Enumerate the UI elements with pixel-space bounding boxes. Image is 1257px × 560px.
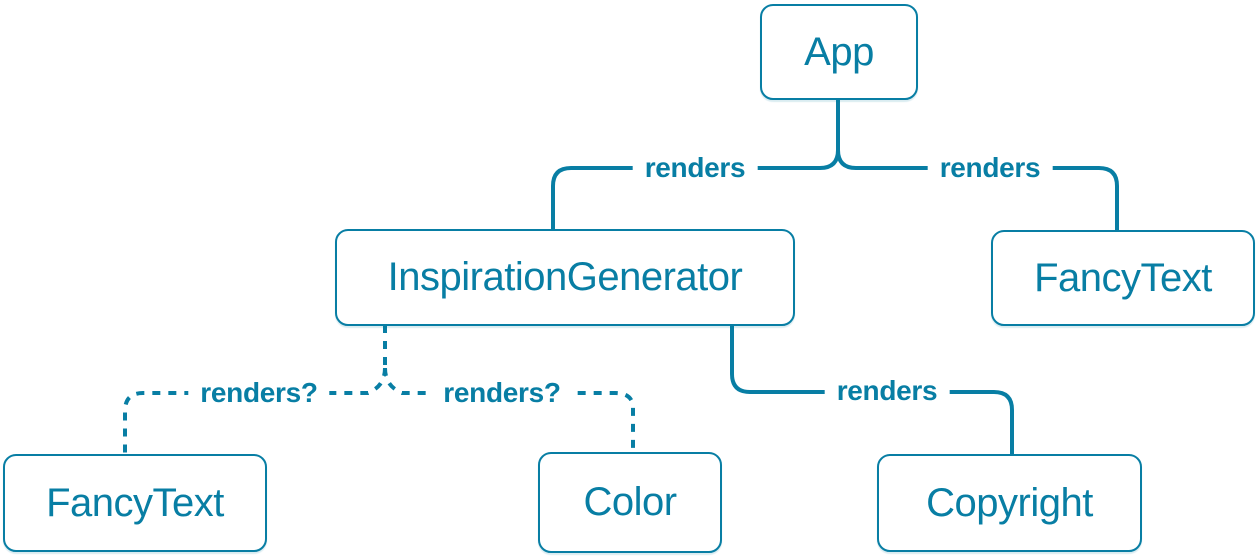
edge-label-renders-inspirationgenerator-copyright: renders xyxy=(824,373,950,409)
node-copyright-label: Copyright xyxy=(926,480,1093,525)
node-inspiration-generator: InspirationGenerator xyxy=(335,229,795,326)
edge-label-renders-app-inspirationgenerator: renders xyxy=(632,150,758,186)
node-color: Color xyxy=(538,452,722,553)
edge-label-renders-inspirationgenerator-color: renders? xyxy=(431,375,573,411)
node-copyright: Copyright xyxy=(877,454,1142,552)
node-fancy-text-bottom-left: FancyText xyxy=(3,454,267,552)
node-app-label: App xyxy=(804,29,874,74)
node-fancy-text-top-right: FancyText xyxy=(991,230,1255,326)
node-app: App xyxy=(760,4,918,100)
edge-label-renders-inspirationgenerator-fancytext: renders? xyxy=(188,375,330,411)
node-fancy-text-bottom-left-label: FancyText xyxy=(46,480,224,525)
node-fancy-text-top-right-label: FancyText xyxy=(1034,255,1212,300)
node-color-label: Color xyxy=(583,480,677,524)
edge-label-renders-app-fancytext: renders xyxy=(927,150,1053,186)
node-inspiration-generator-label: InspirationGenerator xyxy=(387,255,743,299)
